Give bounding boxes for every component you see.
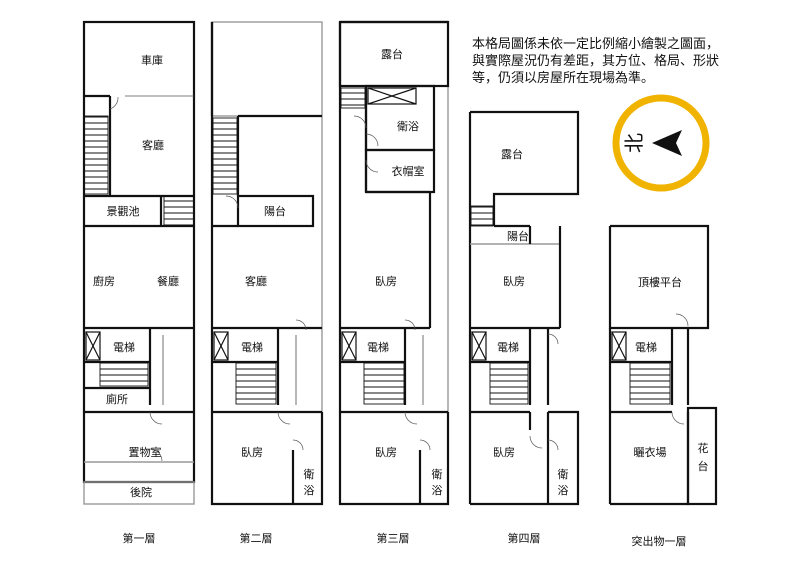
floor-2-balcony-label: 陽台 xyxy=(264,204,286,218)
floor-3-caption: 第三層 xyxy=(377,531,410,545)
floor-1-elevator-label: 電梯 xyxy=(113,341,135,354)
floor-3-bath-label: 衛浴 xyxy=(397,120,419,133)
floor-1-pond-label: 景觀池 xyxy=(107,205,140,218)
floor-1-garage-label: 車庫 xyxy=(141,53,163,67)
floor-3-closet-label: 衣帽室 xyxy=(392,164,425,178)
floor-2-living-room-label: 客廳 xyxy=(245,274,267,288)
north-compass: 北 xyxy=(612,94,710,192)
floor-3-terrace-label: 露台 xyxy=(381,47,403,61)
floor-2-caption: 第二層 xyxy=(240,531,273,545)
floor-4-bedroom-1-label: 臥房 xyxy=(503,275,525,288)
floor-4-bedroom-2-label: 臥房 xyxy=(493,446,515,459)
floor-4-bath-label-b: 浴 xyxy=(558,484,569,497)
disclaimer-line-2: 與實際屋況仍有差距，其方位、格局、形狀 xyxy=(472,54,720,69)
floor-2-plan: 陽台 客廳 電梯 臥房 衛 浴 第二層 xyxy=(210,21,324,545)
floor-4-elevator-label: 電梯 xyxy=(497,341,519,354)
roof-floor-plan: 頂樓平台 電梯 曬衣場 花 台 突出物一層 xyxy=(608,224,718,548)
floor-2-bath-label-b: 浴 xyxy=(304,484,315,497)
floor-2-bedroom-label: 臥房 xyxy=(241,446,263,459)
disclaimer-note: 本格局圖係未依一定比例縮小繪製之圖面， 與實際屋況仍有差距，其方位、格局、形狀 … xyxy=(472,36,762,87)
floor-4-bath-label-a: 衛 xyxy=(558,468,569,481)
floor-3-bedroom-1-label: 臥房 xyxy=(375,275,397,288)
roof-platform-label: 頂樓平台 xyxy=(638,275,682,289)
floor-1-caption: 第一層 xyxy=(123,531,156,545)
floor-1-plan: 車庫 客廳 景觀池 廚房 餐廳 電梯 廁所 置物室 後院 第一層 xyxy=(82,20,196,545)
floor-1-kitchen-label: 廚房 xyxy=(93,274,115,288)
disclaimer-line-3: 等，仍須以房屋所在現場為準。 xyxy=(472,71,655,86)
roof-laundry-label: 曬衣場 xyxy=(634,445,667,459)
disclaimer-line-1: 本格局圖係未依一定比例縮小繪製之圖面， xyxy=(472,37,720,52)
north-label: 北 xyxy=(622,133,646,153)
floor-1-living-room-label: 客廳 xyxy=(142,138,164,152)
floor-3-elevator-label: 電梯 xyxy=(367,341,389,354)
floor-4-plan: 露台 陽台 臥房 電梯 臥房 衛 浴 第四層 xyxy=(468,110,580,545)
north-arrow-icon xyxy=(652,130,682,156)
floor-3-bedroom-2-label: 臥房 xyxy=(375,446,397,459)
roof-floor-caption: 突出物一層 xyxy=(632,534,687,548)
floor-1-toilet-label: 廁所 xyxy=(106,392,128,406)
floor-2-bath-label-a: 衛 xyxy=(304,468,315,481)
floor-2-elevator-label: 電梯 xyxy=(241,341,263,354)
floor-4-caption: 第四層 xyxy=(508,531,541,545)
floor-1-dining-label: 餐廳 xyxy=(157,274,179,288)
roof-elevator-label: 電梯 xyxy=(635,341,657,354)
floor-3-bath-label-b: 浴 xyxy=(432,484,443,497)
floor-4-balcony-label: 陽台 xyxy=(507,229,529,243)
floor-1-backyard-label: 後院 xyxy=(130,485,152,499)
floor-3-plan: 露台 衛浴 衣帽室 臥房 電梯 臥房 衛 浴 第三層 xyxy=(338,20,450,545)
floor-3-bath-label-a: 衛 xyxy=(432,468,443,481)
roof-garden-label-b: 台 xyxy=(698,459,709,473)
roof-garden-label-a: 花 xyxy=(698,442,709,455)
compass-ring xyxy=(612,94,710,192)
floor-1-storage-label: 置物室 xyxy=(129,445,162,459)
floor-4-terrace-label: 露台 xyxy=(501,147,523,161)
